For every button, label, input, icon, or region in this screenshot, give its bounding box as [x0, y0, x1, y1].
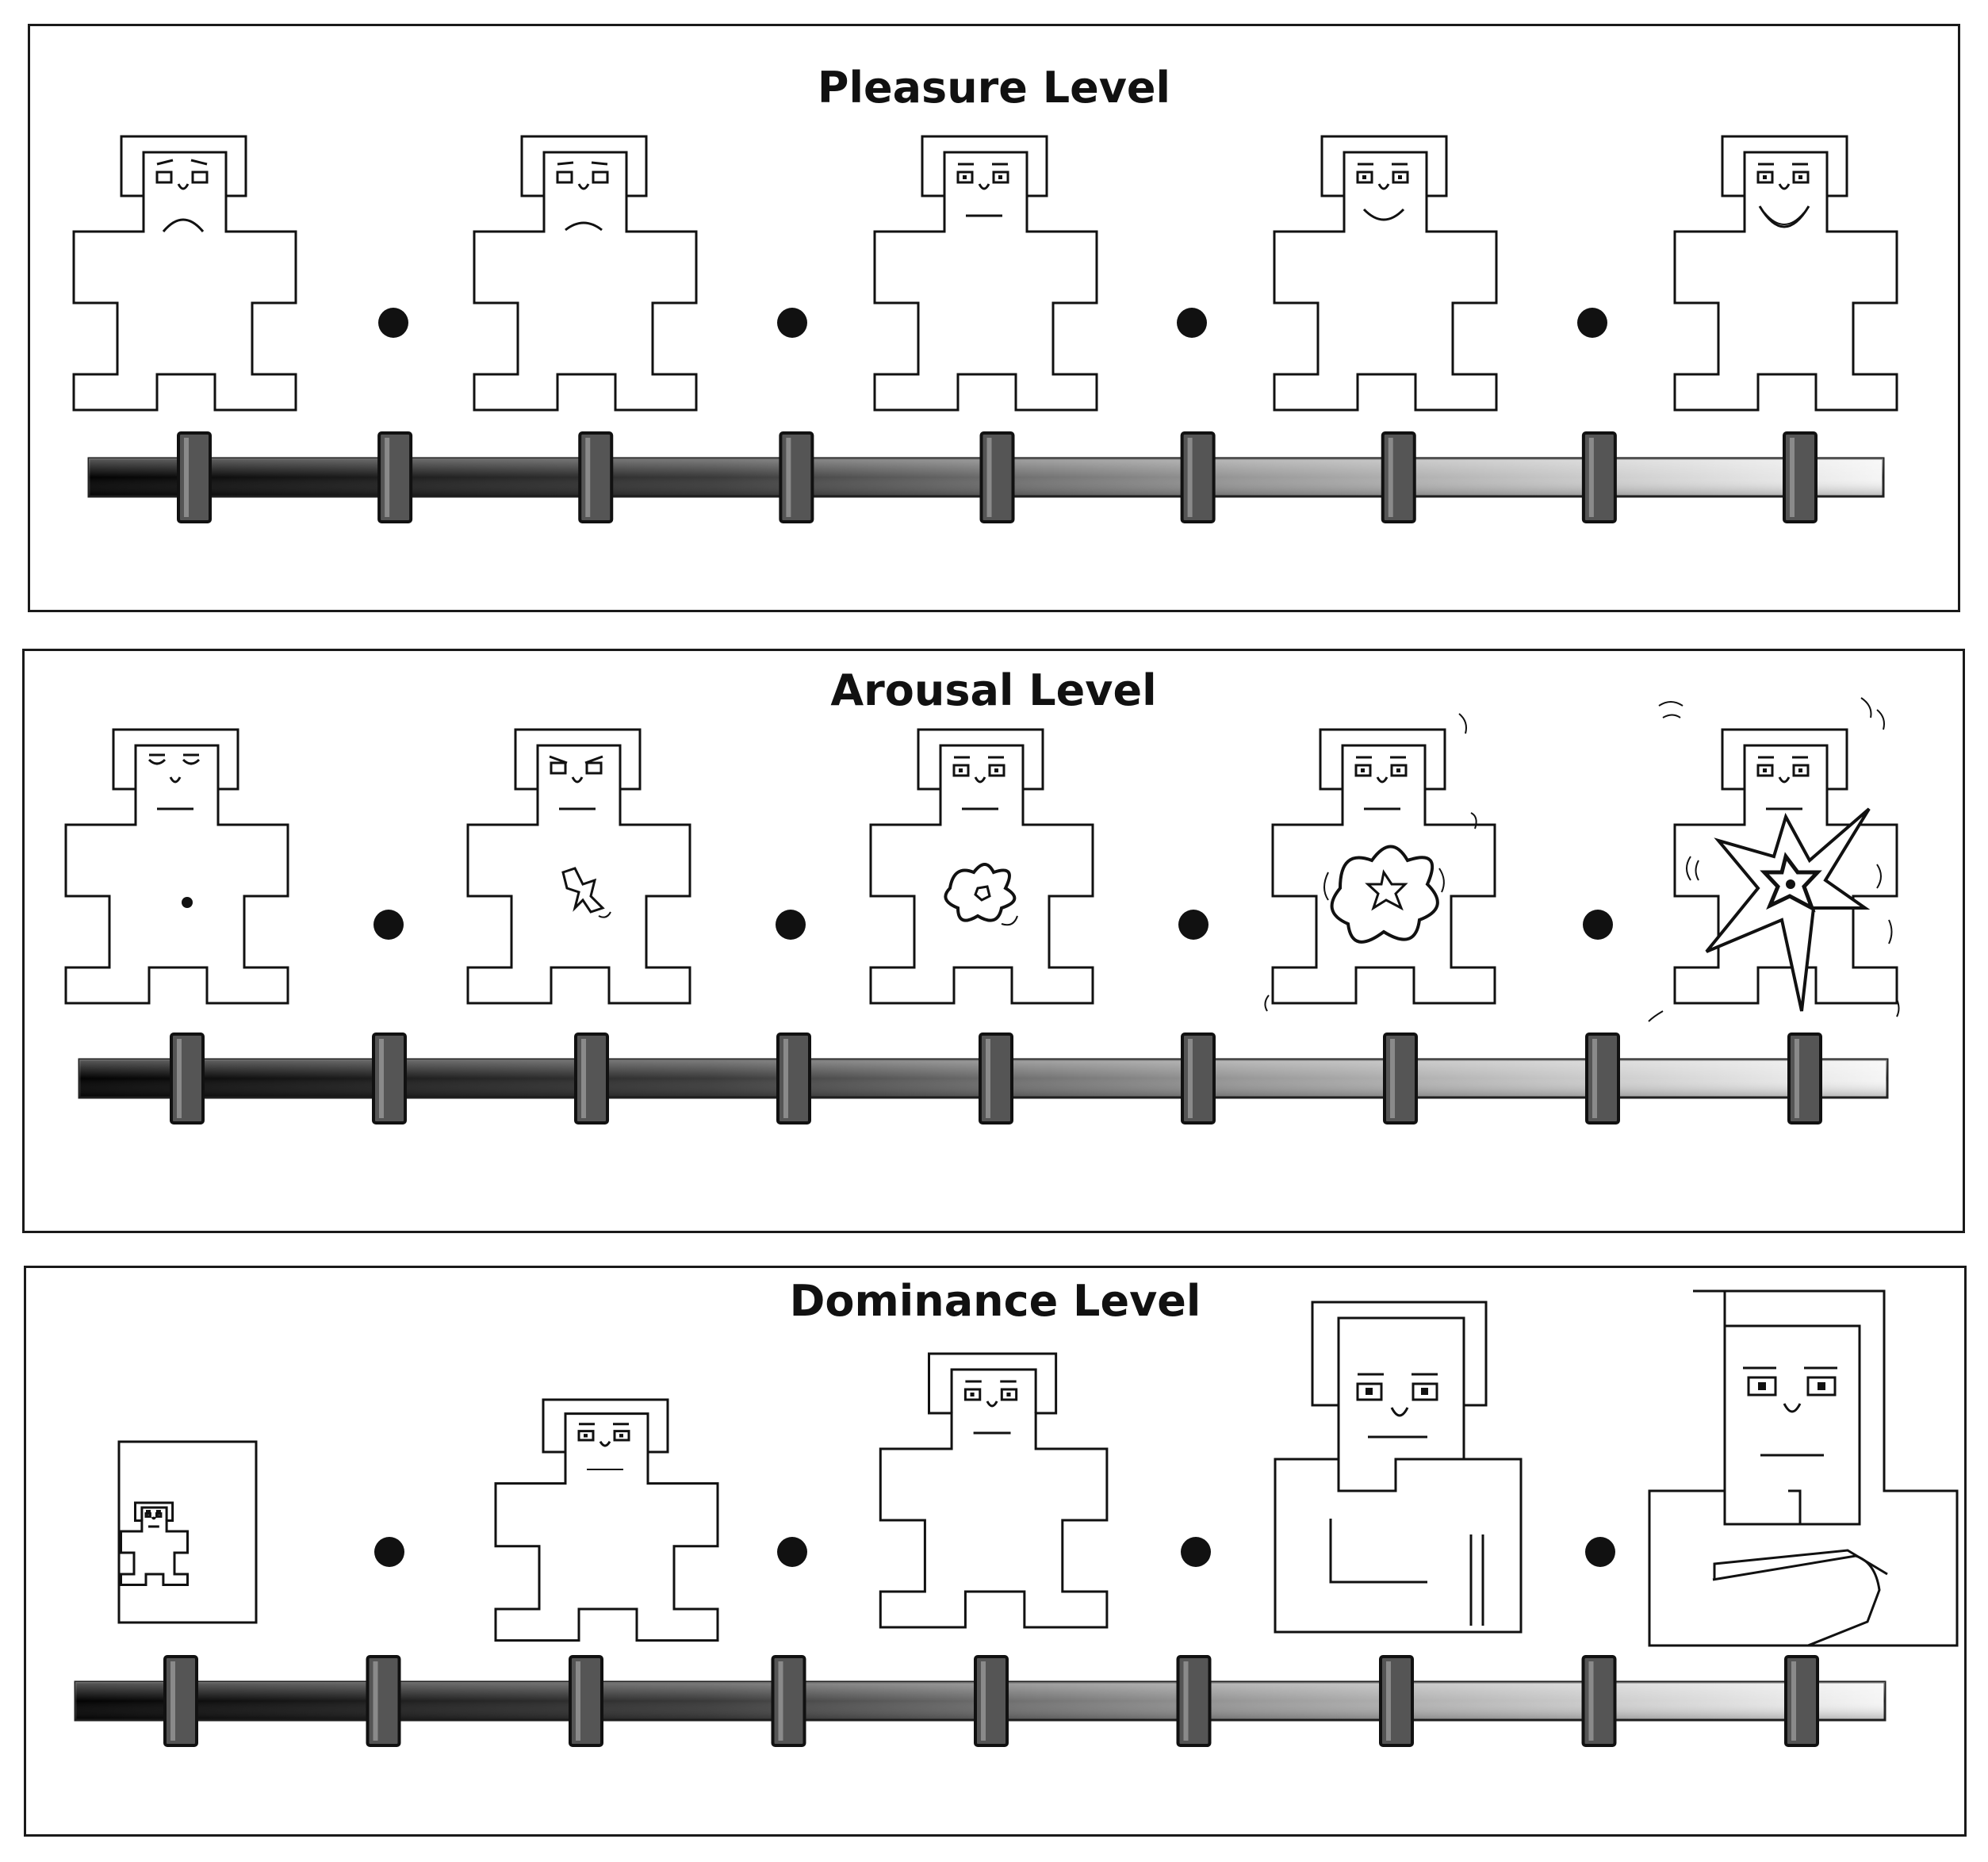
- pleasure-rating-marker-5[interactable]: [982, 433, 1013, 522]
- pleasure-rating-marker-highlight-7: [1388, 438, 1393, 517]
- pleasure-rating-marker-highlight-5: [986, 438, 992, 517]
- dominance-rating-marker-2[interactable]: [368, 1657, 400, 1745]
- arousal-rating-marker-highlight-2: [379, 1039, 384, 1118]
- arousal-dot-4: [1583, 910, 1613, 940]
- pleasure-title: Pleasure Level: [817, 63, 1171, 113]
- pleasure-rating-marker-4[interactable]: [780, 433, 812, 522]
- dominance-dot-3: [1181, 1537, 1211, 1567]
- dominance-figure-5: [1649, 1291, 1957, 1646]
- arousal-title: Arousal Level: [830, 665, 1157, 715]
- pleasure-rating-marker-1[interactable]: [178, 433, 210, 522]
- arousal-rating-marker-7[interactable]: [1385, 1034, 1416, 1123]
- dominance-rating-marker-highlight-6: [1183, 1661, 1189, 1741]
- pleasure-rating-marker-8[interactable]: [1584, 433, 1615, 522]
- dominance-rating-marker-highlight-5: [981, 1661, 986, 1741]
- arousal-rating-marker-5[interactable]: [980, 1034, 1012, 1123]
- pleasure-dot-3: [1177, 308, 1207, 338]
- pleasure-figure-1: [72, 135, 297, 412]
- arousal-rating-marker-2[interactable]: [373, 1034, 405, 1123]
- pleasure-dot-1: [378, 308, 408, 338]
- arousal-figure-4: [1265, 714, 1496, 1011]
- pleasure-figure-2: [473, 135, 698, 412]
- dominance-dot-1: [374, 1537, 404, 1567]
- pleasure-rating-marker-highlight-6: [1187, 438, 1193, 517]
- arousal-rating-marker-3[interactable]: [576, 1034, 607, 1123]
- arousal-rating-marker-highlight-5: [986, 1039, 990, 1118]
- pleasure-rating-marker-highlight-3: [585, 438, 591, 517]
- pleasure-rating-marker-9[interactable]: [1784, 433, 1816, 522]
- pleasure-dot-4: [1577, 308, 1607, 338]
- dominance-rating-marker-highlight-1: [170, 1661, 175, 1741]
- arousal-rating-marker-highlight-3: [581, 1039, 586, 1118]
- arousal-rating-marker-1[interactable]: [171, 1034, 203, 1123]
- arousal-figure-2: [466, 728, 691, 1005]
- dominance-figure-3: [879, 1352, 1109, 1629]
- arousal-rating-marker-highlight-4: [783, 1039, 788, 1118]
- pleasure-rating-marker-6[interactable]: [1182, 433, 1214, 522]
- pleasure-figure-4: [1273, 135, 1498, 412]
- dominance-rating-marker-highlight-9: [1791, 1661, 1796, 1741]
- arousal-figure-1: [64, 728, 289, 1005]
- arousal-rating-marker-highlight-6: [1188, 1039, 1193, 1118]
- arousal-figure-5: [1649, 698, 1899, 1021]
- pleasure-rating-marker-highlight-8: [1588, 438, 1594, 517]
- arousal-rating-marker-highlight-9: [1795, 1039, 1799, 1118]
- pleasure-figure-3: [873, 135, 1098, 412]
- dominance-rating-marker-5[interactable]: [975, 1657, 1007, 1745]
- arousal-rating-marker-highlight-1: [177, 1039, 182, 1118]
- dominance-rating-marker-highlight-3: [576, 1661, 580, 1741]
- arousal-dot-3: [1178, 910, 1209, 940]
- dominance-figure-1: [119, 1442, 256, 1623]
- dominance-rating-marker-highlight-8: [1588, 1661, 1594, 1741]
- dominance-rating-marker-9[interactable]: [1786, 1657, 1818, 1745]
- dominance-rating-marker-6[interactable]: [1178, 1657, 1210, 1745]
- pleasure-rating-marker-highlight-1: [184, 438, 189, 517]
- pleasure-rating-marker-highlight-2: [385, 438, 390, 517]
- dominance-rating-marker-highlight-2: [373, 1661, 378, 1741]
- dominance-rating-marker-7[interactable]: [1381, 1657, 1412, 1745]
- dominance-dot-4: [1585, 1537, 1615, 1567]
- arousal-dot-1: [373, 910, 404, 940]
- pleasure-dot-2: [777, 308, 807, 338]
- arousal-rating-marker-8[interactable]: [1587, 1034, 1618, 1123]
- dominance-figure-2: [494, 1398, 719, 1642]
- arousal-rating-marker-4[interactable]: [778, 1034, 810, 1123]
- arousal-rating-marker-9[interactable]: [1789, 1034, 1821, 1123]
- pleasure-rating-marker-2[interactable]: [379, 433, 411, 522]
- pleasure-figure-5: [1673, 135, 1898, 412]
- arousal-dot-2: [776, 910, 806, 940]
- pleasure-rating-marker-3[interactable]: [580, 433, 611, 522]
- pleasure-rating-marker-7[interactable]: [1383, 433, 1415, 522]
- pleasure-rating-marker-highlight-9: [1790, 438, 1795, 517]
- dominance-rating-marker-highlight-7: [1386, 1661, 1391, 1741]
- dominance-rating-marker-3[interactable]: [570, 1657, 602, 1745]
- dominance-rating-marker-highlight-4: [778, 1661, 783, 1741]
- dominance-dot-2: [777, 1537, 807, 1567]
- arousal-rating-marker-highlight-8: [1592, 1039, 1597, 1118]
- dominance-rating-marker-8[interactable]: [1584, 1657, 1615, 1745]
- dominance-title: Dominance Level: [789, 1276, 1201, 1326]
- arousal-rating-marker-highlight-7: [1390, 1039, 1395, 1118]
- arousal-figure-3: [869, 728, 1094, 1005]
- dominance-rating-marker-1[interactable]: [165, 1657, 197, 1745]
- dominance-figure-4: [1275, 1302, 1521, 1632]
- pleasure-rating-marker-highlight-4: [786, 438, 791, 517]
- dominance-rating-marker-4[interactable]: [773, 1657, 805, 1745]
- arousal-rating-marker-6[interactable]: [1182, 1034, 1214, 1123]
